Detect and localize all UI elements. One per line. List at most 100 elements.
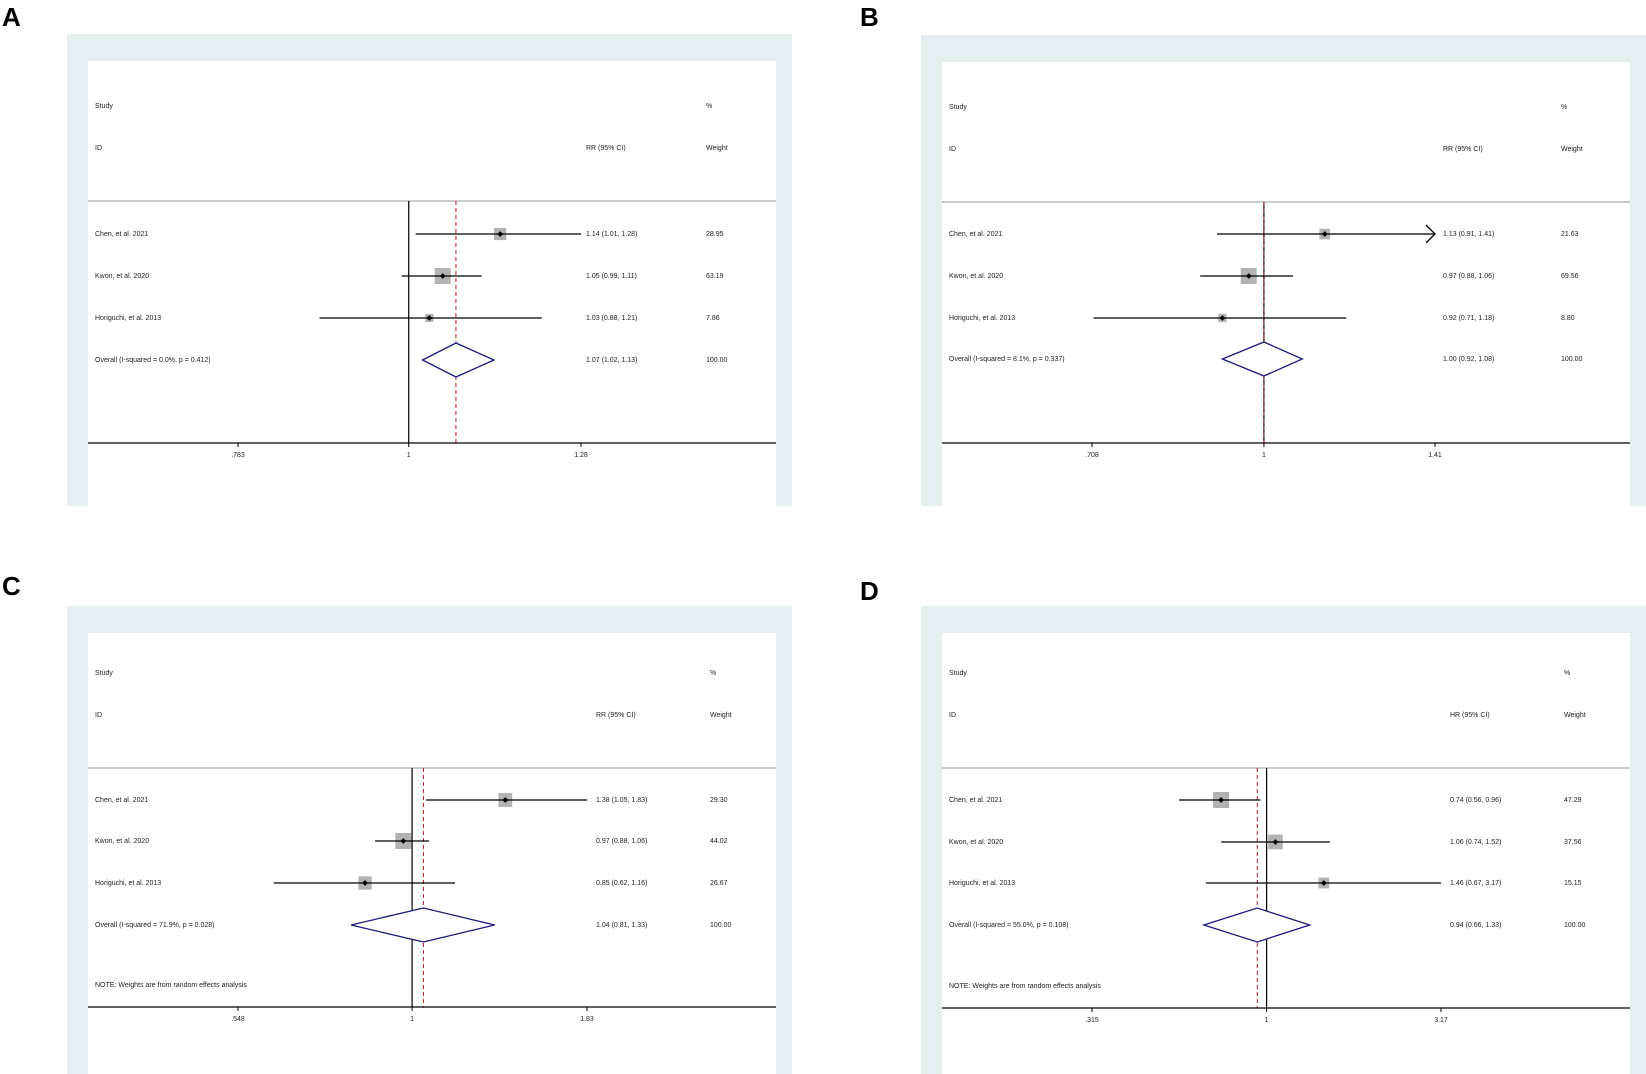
overall-diamond	[350, 907, 495, 943]
study-weight-text: 29.30	[710, 797, 728, 804]
study-ci-text: 1.38 (1.05, 1.83)	[596, 797, 647, 804]
weights-note: NOTE: Weights are from random effects an…	[95, 982, 247, 989]
study-ci-text: 0.97 (0.88, 1.06)	[596, 838, 647, 845]
x-tick-label: 1.41	[1428, 452, 1442, 459]
study-weight-text: 37.56	[1564, 839, 1582, 846]
x-tick-label: 1	[410, 1016, 414, 1023]
x-tick-label: 1.83	[580, 1016, 594, 1023]
weights-note: NOTE: Weights are from random effects an…	[949, 983, 1101, 990]
overall-ci-text: 1.07 (1.02, 1.13)	[586, 357, 637, 364]
header-study: Study	[95, 670, 113, 677]
overall-diamond	[421, 342, 496, 378]
header-weight: Weight	[1564, 712, 1586, 719]
header-id: ID	[949, 146, 956, 153]
header-percent: %	[710, 670, 716, 677]
study-point	[497, 231, 503, 237]
study-name: Kwon, et al. 2020	[949, 273, 1003, 280]
header-id: ID	[949, 712, 956, 719]
x-tick-label: .708	[1085, 452, 1099, 459]
header-study: Study	[95, 103, 113, 110]
overall-ci-text: 1.00 (0.92, 1.08)	[1443, 356, 1494, 363]
overall-weight-text: 100.00	[1561, 356, 1583, 363]
header-effect: HR (95% CI)	[1450, 712, 1490, 719]
study-ci-text: 0.97 (0.88, 1.06)	[1443, 273, 1494, 280]
study-point	[1272, 839, 1279, 845]
overall-label: Overall (I-squared = 71.9%, p = 0.028)	[95, 922, 214, 929]
x-tick-label: 1	[1265, 1017, 1269, 1024]
study-name: Chen, et al. 2021	[949, 797, 1002, 804]
overall-weight-text: 100.00	[706, 357, 728, 364]
header-percent: %	[1564, 670, 1570, 677]
header-effect: RR (95% CI)	[596, 712, 636, 719]
panel-letter-a: A	[2, 2, 21, 32]
study-weight-text: 15.15	[1564, 880, 1582, 887]
study-weight-text: 63.19	[706, 273, 724, 280]
study-name: Kwon, et al. 2020	[95, 273, 149, 280]
panel-letter-b: B	[860, 2, 879, 32]
overall-diamond	[1220, 341, 1304, 377]
study-weight-text: 7.86	[706, 315, 720, 322]
study-weight-text: 47.29	[1564, 797, 1582, 804]
study-ci-text: 0.85 (0.62, 1.16)	[596, 880, 647, 887]
overall-label: Overall (I-squared = 0.0%, p = 0.412)	[95, 357, 211, 364]
x-tick-label: 1.28	[574, 452, 588, 459]
study-point	[502, 797, 509, 803]
study-name: Horiguchi, et al. 2013	[95, 880, 161, 887]
overall-weight-text: 100.00	[710, 922, 732, 929]
study-weight-text: 8.80	[1561, 315, 1575, 322]
x-tick-label: 1	[407, 452, 411, 459]
study-ci-text: 1.46 (0.67, 3.17)	[1450, 880, 1501, 887]
study-ci-text: 0.92 (0.71, 1.18)	[1443, 315, 1494, 322]
study-name: Horiguchi, et al. 2013	[949, 880, 1015, 887]
header-id: ID	[95, 145, 102, 152]
header-percent: %	[1561, 104, 1567, 111]
panel-letter-d: D	[860, 576, 879, 606]
x-tick-label: .548	[231, 1016, 245, 1023]
header-percent: %	[706, 103, 712, 110]
panel-letter-c: C	[2, 571, 21, 601]
study-ci-arrow	[1425, 224, 1436, 244]
study-ci-text: 1.13 (0.91, 1.41)	[1443, 231, 1494, 238]
study-point	[1321, 231, 1328, 237]
study-weight-text: 26.67	[710, 880, 728, 887]
study-point	[400, 838, 407, 844]
study-point	[1218, 797, 1224, 803]
study-name: Chen, et al. 2021	[949, 231, 1002, 238]
study-weight-text: 28.95	[706, 231, 724, 238]
header-weight: Weight	[710, 712, 732, 719]
study-ci-text: 0.74 (0.56, 0.96)	[1450, 797, 1501, 804]
study-ci-text: 1.05 (0.99, 1.11)	[586, 273, 637, 280]
study-point	[426, 315, 433, 321]
overall-label: Overall (I-squared = 55.0%, p = 0.108)	[949, 922, 1068, 929]
x-tick-label: 3.17	[1434, 1017, 1448, 1024]
study-point	[1245, 273, 1252, 279]
study-point	[362, 880, 368, 886]
study-name: Kwon, et al. 2020	[95, 838, 149, 845]
overall-ci-text: 1.04 (0.81, 1.33)	[596, 922, 647, 929]
header-study: Study	[949, 670, 967, 677]
study-ci-text: 1.14 (1.01, 1.28)	[586, 231, 637, 238]
study-name: Horiguchi, et al. 2013	[949, 315, 1015, 322]
study-weight-text: 21.63	[1561, 231, 1579, 238]
study-weight-text: 44.02	[710, 838, 728, 845]
study-name: Horiguchi, et al. 2013	[95, 315, 161, 322]
overall-label: Overall (I-squared = 8.1%, p = 0.337)	[949, 356, 1065, 363]
header-effect: RR (95% CI)	[586, 145, 626, 152]
study-point	[1219, 315, 1226, 321]
header-study: Study	[949, 104, 967, 111]
study-point	[439, 273, 446, 279]
header-weight: Weight	[1561, 146, 1583, 153]
x-tick-label: .315	[1085, 1017, 1099, 1024]
study-name: Chen, et al. 2021	[95, 231, 148, 238]
header-weight: Weight	[706, 145, 728, 152]
